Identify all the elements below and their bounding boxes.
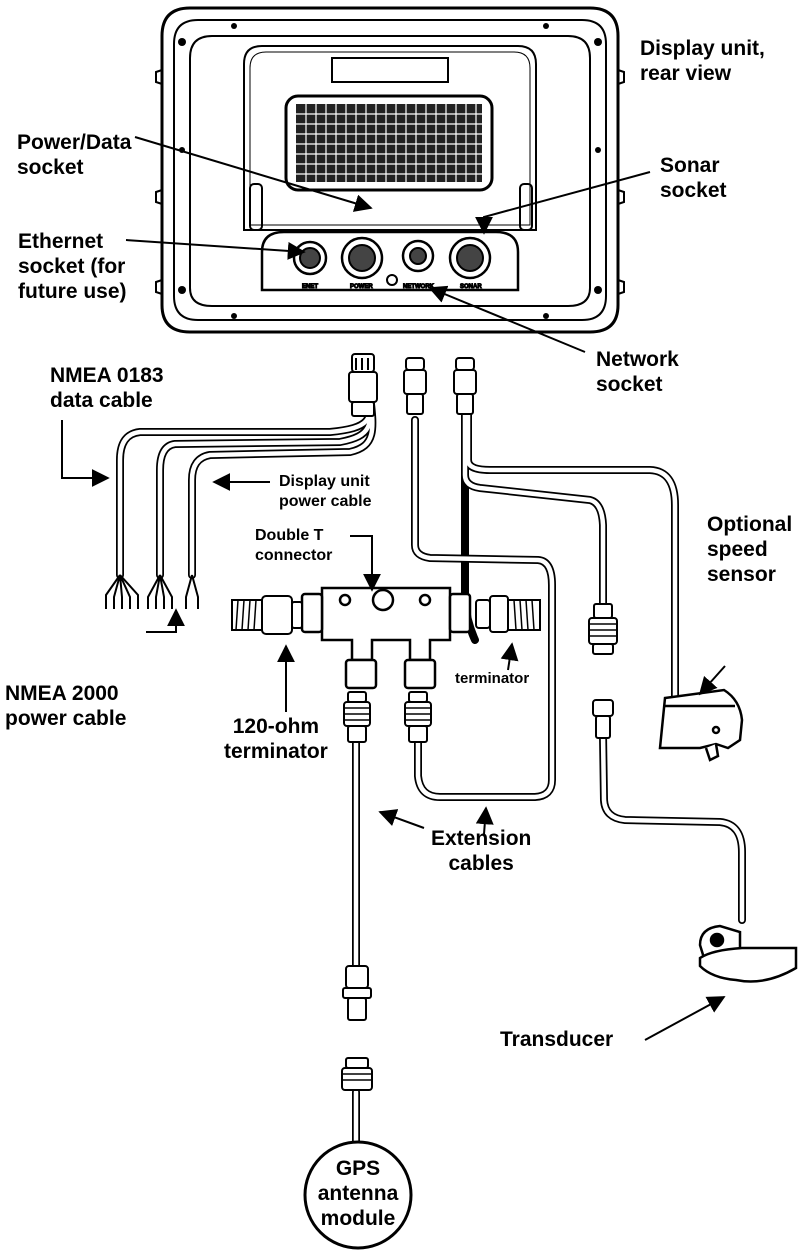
- port-mark-ethernet: ENET: [302, 284, 318, 290]
- power-data-plug: [348, 353, 378, 417]
- label-double-t-connector: Double T connector: [255, 527, 333, 564]
- label-sonar-socket: Sonar socket: [660, 154, 727, 202]
- label-extension-cables: Extension cables: [431, 827, 532, 875]
- speed-sensor: [658, 688, 744, 762]
- sonar-socket: SONAR: [448, 236, 492, 291]
- double-t-connector: [300, 586, 472, 690]
- power-data-socket: POWER: [340, 236, 384, 291]
- port-mark-network: NETWORK: [403, 284, 435, 290]
- network-cable-plug: [403, 357, 427, 415]
- ohm-terminator: [231, 595, 303, 635]
- label-terminator: terminator: [455, 670, 530, 687]
- display-unit: [155, 6, 625, 334]
- gps-antenna-module: [303, 1140, 413, 1250]
- drop-plug-right: [404, 691, 432, 743]
- label-power-data-socket: Power/Data socket: [17, 131, 132, 179]
- sonar-cable-plug: [453, 357, 477, 415]
- port-mark-sonar: SONAR: [460, 284, 482, 290]
- label-transducer: Transducer: [500, 1028, 614, 1051]
- label-ethernet-socket: Ethernet socket (for future use): [18, 230, 127, 303]
- label-nmea0183-cable: NMEA 0183 data cable: [50, 364, 164, 412]
- label-display-unit: Display unit, rear view: [640, 37, 765, 85]
- drop-plug-left: [343, 691, 371, 743]
- speed-sensor-plug: [588, 603, 618, 655]
- wire-ends: [105, 574, 199, 609]
- port-mark-power: POWER: [350, 284, 373, 290]
- network-socket: NETWORK: [386, 239, 435, 291]
- right-terminator: [475, 595, 541, 633]
- leader-lines: [61, 136, 726, 1041]
- transducer: [698, 924, 798, 983]
- label-gps-module: GPS antenna module: [317, 1157, 399, 1230]
- label-optional-speed-sensor: Optional speed sensor: [707, 513, 793, 586]
- cables: [116, 391, 746, 1169]
- label-display-power-cable: Display unit power cable: [279, 473, 372, 510]
- transducer-plug: [592, 699, 614, 739]
- label-nmea2000-power-cable: NMEA 2000 power cable: [5, 682, 127, 730]
- label-ohm-terminator: 120-ohm terminator: [224, 715, 328, 763]
- label-network-socket: Network socket: [596, 348, 679, 396]
- gps-cable-plug: [341, 965, 373, 1091]
